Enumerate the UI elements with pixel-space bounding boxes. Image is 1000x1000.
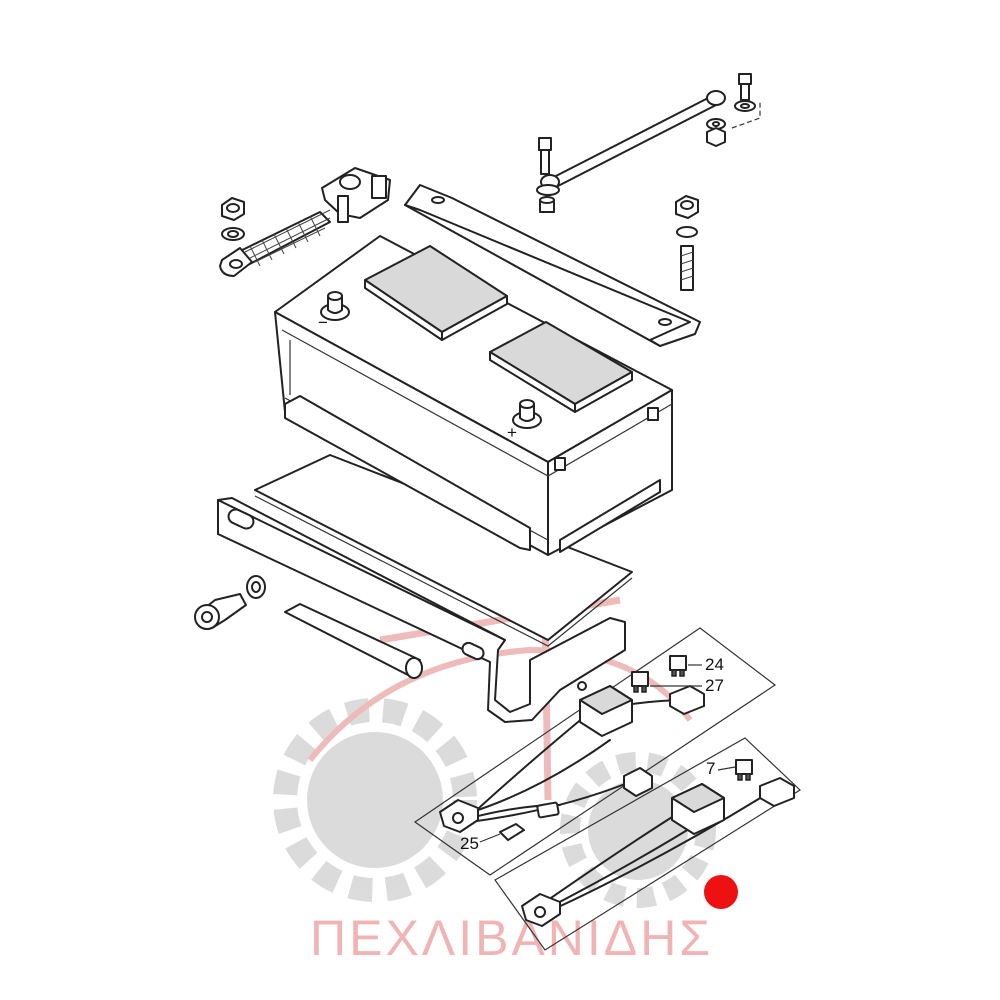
callout-24: 24 [705,655,724,674]
fuse-24 [669,655,687,677]
tie-rod [540,90,726,190]
battery-base-mat [254,454,633,647]
positive-symbol: + [507,423,517,442]
harness-1-connector-mid [623,767,653,797]
negative-symbol: − [318,313,328,332]
battery-terminal-negative [320,291,350,321]
battery-tray [217,497,626,723]
harness-kit-2-frame [494,737,801,951]
clamp-washer [221,227,245,241]
harness-1-connector-top [669,685,705,715]
harness-1-fuse-holder [536,801,560,819]
tie-rod-nut-left [536,184,560,213]
red-marker-dot [704,875,738,909]
tray-pad-strip [284,603,423,679]
fuse-25 [479,823,525,843]
tray-hole [577,681,587,691]
tray-slot-right [461,641,485,661]
harness-kit-2 [494,737,801,951]
callout-25: 25 [460,834,479,853]
harness-2-clamp [521,893,561,927]
negative-cable [219,209,331,277]
tie-rod-dash-lines [731,100,761,129]
hold-down-stud [675,195,699,291]
harness-2-relay-block [671,783,725,835]
battery-clip-right [647,407,659,421]
fuse-27 [631,671,649,693]
tie-rod-bolt-right [734,73,756,112]
watermark-gear-left [273,698,477,902]
tray-slot-left [227,508,255,530]
watermark-text: ΠΕΧΛΙΒΑΝΙΔΗΣ [310,910,713,966]
negative-clamp [321,167,391,223]
harness-1-relay-block [579,685,633,737]
callout-7: 7 [706,759,715,778]
hold-down-bracket [404,184,701,347]
callout-7-leader [717,766,736,771]
battery: − + [274,235,673,556]
tie-rod-bolt-left [538,137,552,175]
callout-27: 27 [705,676,724,695]
fuse-7 [735,759,753,781]
battery-clip-left [554,457,566,471]
cable-braid [244,209,331,267]
tray-bolt [194,593,247,630]
clamp-nut [221,197,245,221]
battery-terminal-positive [512,399,542,429]
tie-rod-nut-right [706,118,726,147]
tray-washer [246,575,266,599]
harness-1-clamp [439,799,479,833]
harness-kit-1 [413,627,777,876]
harness-2-connector [759,777,795,807]
